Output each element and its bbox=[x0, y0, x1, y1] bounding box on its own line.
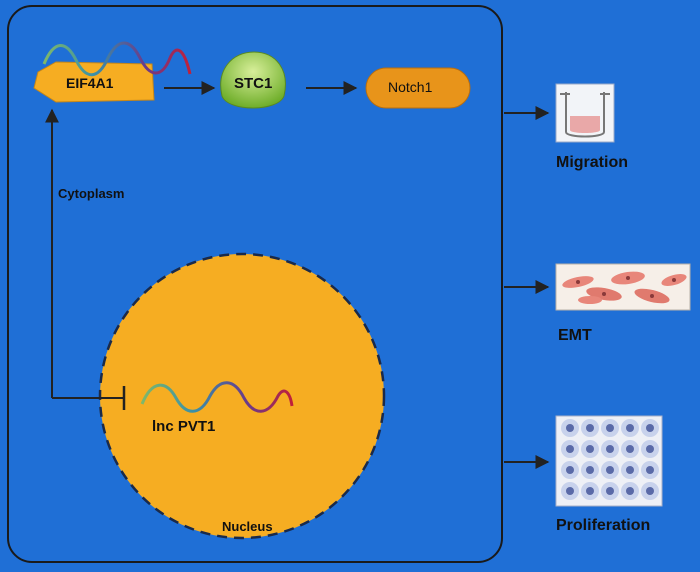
proliferation-cell-nucleus bbox=[606, 424, 614, 432]
proliferation-cell-nucleus bbox=[586, 424, 594, 432]
proliferation-cell-nucleus bbox=[586, 466, 594, 474]
proliferation-cell-nucleus bbox=[606, 466, 614, 474]
proliferation-cell-nucleus bbox=[586, 445, 594, 453]
lnc-pvt1-wave bbox=[140, 381, 294, 413]
notch1-shape bbox=[365, 67, 471, 109]
proliferation-cell-nucleus bbox=[626, 487, 634, 495]
proliferation-cell-nucleus bbox=[566, 424, 574, 432]
proliferation-label: Proliferation bbox=[556, 517, 651, 534]
proliferation-cell-nucleus bbox=[606, 445, 614, 453]
cell-membrane bbox=[7, 5, 503, 563]
eif4a1-label: EIF4A1 bbox=[66, 75, 114, 91]
stc1-shape bbox=[220, 51, 286, 109]
emt-label: EMT bbox=[558, 327, 592, 344]
stc1-label: STC1 bbox=[234, 75, 273, 92]
proliferation-cell-nucleus bbox=[646, 487, 654, 495]
proliferation-cell-nucleus bbox=[566, 466, 574, 474]
nucleus-label: Nucleus bbox=[222, 519, 273, 534]
eif4a1-shape bbox=[33, 61, 155, 103]
proliferation-cell-nucleus bbox=[626, 445, 634, 453]
migration-label: Migration bbox=[556, 154, 628, 171]
lnc-pvt1-label: lnc PVT1 bbox=[152, 418, 216, 435]
proliferation-cell-nucleus bbox=[566, 487, 574, 495]
proliferation-cell-nucleus bbox=[646, 466, 654, 474]
proliferation-cell-nucleus bbox=[586, 487, 594, 495]
proliferation-cell-nucleus bbox=[626, 424, 634, 432]
notch1-label: Notch1 bbox=[388, 79, 433, 95]
cytoplasm-label: Cytoplasm bbox=[58, 186, 125, 201]
proliferation-cell-nucleus bbox=[646, 424, 654, 432]
migration-icon bbox=[555, 83, 615, 143]
emt-icon bbox=[555, 263, 691, 311]
proliferation-cell-nucleus bbox=[606, 487, 614, 495]
proliferation-cell-nucleus bbox=[566, 445, 574, 453]
mrna-wave bbox=[42, 41, 192, 77]
proliferation-icon bbox=[555, 415, 663, 507]
proliferation-cell-nucleus bbox=[646, 445, 654, 453]
proliferation-cell-nucleus bbox=[626, 466, 634, 474]
